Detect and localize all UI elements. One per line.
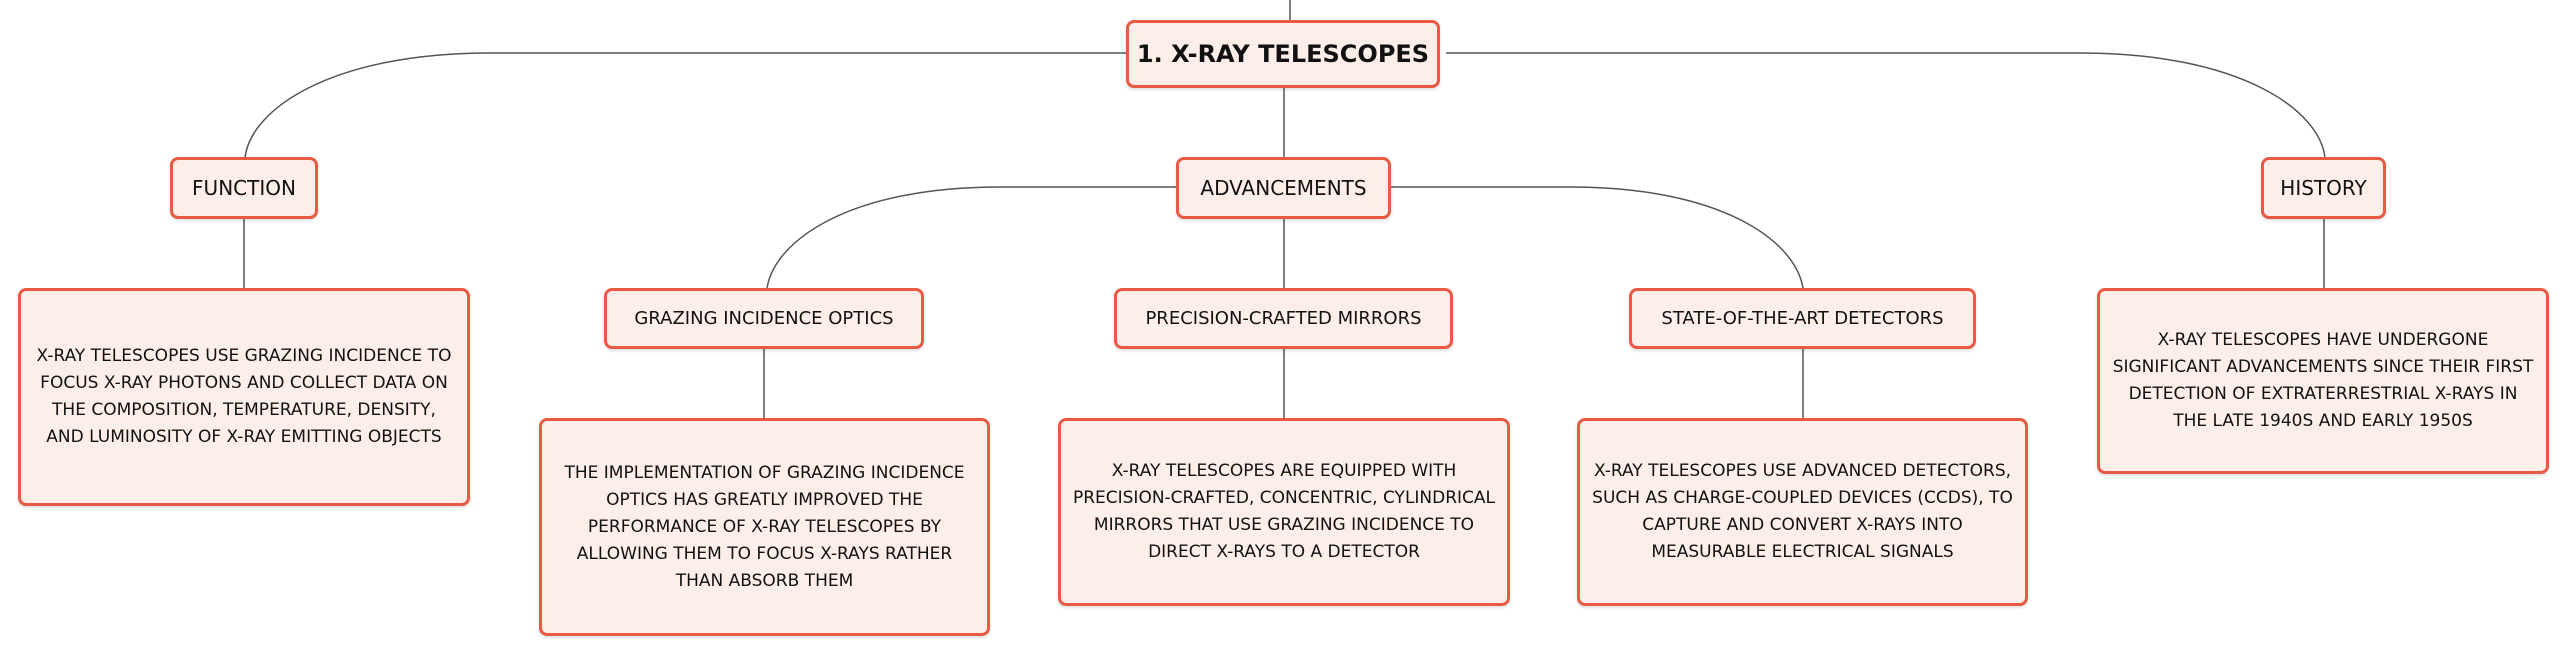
connector-root-history bbox=[1446, 52, 2326, 159]
connector-adv-detectors bbox=[1389, 186, 1804, 289]
grazing-incidence-optics-text-node[interactable]: THE IMPLEMENTATION OF GRAZING INCIDENCE … bbox=[539, 418, 990, 636]
history-text: X-RAY TELESCOPES HAVE UNDERGONE SIGNIFIC… bbox=[2112, 330, 2534, 431]
state-of-the-art-detectors-text-node[interactable]: X-RAY TELESCOPES USE ADVANCED DETECTORS,… bbox=[1577, 418, 2028, 606]
grazing-incidence-optics-label: GRAZING INCIDENCE OPTICS bbox=[634, 308, 894, 329]
state-of-the-art-detectors-text: X-RAY TELESCOPES USE ADVANCED DETECTORS,… bbox=[1592, 461, 2013, 562]
history-label: HISTORY bbox=[2280, 176, 2367, 200]
precision-crafted-mirrors-label: PRECISION-CRAFTED MIRRORS bbox=[1145, 308, 1422, 329]
grazing-incidence-optics-text: THE IMPLEMENTATION OF GRAZING INCIDENCE … bbox=[564, 462, 965, 591]
function-node[interactable]: FUNCTION bbox=[170, 157, 318, 219]
grazing-incidence-optics-node[interactable]: GRAZING INCIDENCE OPTICS bbox=[604, 288, 924, 349]
function-text-node[interactable]: X-RAY TELESCOPES USE GRAZING INCIDENCE T… bbox=[18, 288, 470, 506]
root-title: 1. X-RAY TELESCOPES bbox=[1136, 40, 1430, 68]
history-node[interactable]: HISTORY bbox=[2261, 157, 2386, 219]
precision-crafted-mirrors-text-node[interactable]: X-RAY TELESCOPES ARE EQUIPPED WITH PRECI… bbox=[1058, 418, 1510, 606]
advancements-label: ADVANCEMENTS bbox=[1200, 176, 1367, 200]
root-node[interactable]: 1. X-RAY TELESCOPES bbox=[1126, 20, 1440, 88]
precision-crafted-mirrors-node[interactable]: PRECISION-CRAFTED MIRRORS bbox=[1114, 288, 1453, 349]
connector-root-function bbox=[244, 52, 1130, 159]
function-text: X-RAY TELESCOPES USE GRAZING INCIDENCE T… bbox=[36, 346, 452, 447]
precision-crafted-mirrors-text: X-RAY TELESCOPES ARE EQUIPPED WITH PRECI… bbox=[1072, 461, 1496, 562]
state-of-the-art-detectors-label: STATE-OF-THE-ART DETECTORS bbox=[1661, 308, 1944, 329]
advancements-node[interactable]: ADVANCEMENTS bbox=[1176, 157, 1391, 219]
state-of-the-art-detectors-node[interactable]: STATE-OF-THE-ART DETECTORS bbox=[1629, 288, 1976, 349]
function-label: FUNCTION bbox=[192, 176, 296, 200]
history-text-node[interactable]: X-RAY TELESCOPES HAVE UNDERGONE SIGNIFIC… bbox=[2097, 288, 2549, 474]
connector-adv-optics bbox=[766, 186, 1179, 289]
